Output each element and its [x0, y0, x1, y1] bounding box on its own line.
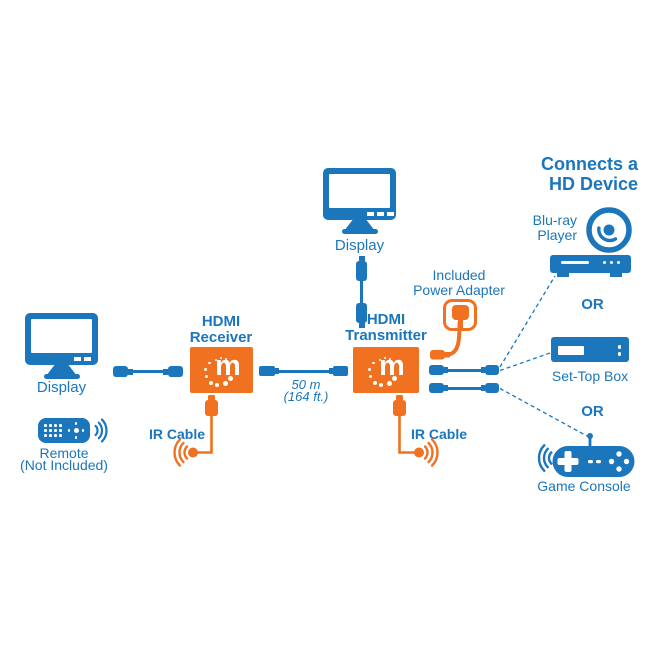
monitor-button	[84, 357, 91, 361]
power-label-line1: Included	[432, 267, 486, 283]
display-icon-center	[323, 168, 396, 234]
monitor-button	[377, 212, 384, 216]
receiver-title-line2: Receiver	[189, 329, 253, 346]
transmitter-title-line1: HDMI	[366, 311, 406, 328]
monitor-screen-inner	[31, 319, 92, 353]
ir-waves-icon	[423, 438, 439, 467]
settop-box-icon	[551, 337, 629, 362]
or-label-2: OR	[581, 403, 604, 420]
title-line2: HD Device	[548, 173, 638, 194]
cable-length-ft-label: (164 ft.)	[283, 389, 329, 404]
receiver-box: m	[190, 347, 253, 393]
ir-cable-icon-right	[393, 395, 439, 467]
transmitter-box: m	[353, 347, 419, 393]
stb-display	[558, 346, 584, 355]
transmitter-title: HDMI Transmitter	[344, 312, 428, 344]
monitor-screen-inner	[329, 174, 390, 208]
monitor-button	[367, 212, 374, 216]
power-adapter-label: Included Power Adapter	[408, 268, 510, 298]
transmitter-title-line2: Transmitter	[345, 327, 427, 344]
manhattan-logo: m	[190, 347, 253, 393]
bluray-disc-icon	[586, 207, 632, 253]
gamepad-icon	[537, 433, 635, 477]
monitor-stand	[345, 220, 374, 229]
ir-cable-icon-left	[173, 395, 218, 467]
monitor-stand	[47, 365, 76, 374]
console-label: Game Console	[537, 478, 631, 494]
remote-dpad-center	[73, 428, 79, 433]
receiver-title-line1: HDMI	[201, 313, 241, 330]
monitor-button	[74, 357, 81, 361]
remote-waves-icon	[94, 418, 108, 443]
remote-label: Remote	[39, 445, 89, 461]
bluray-label: Blu-ray Player	[508, 213, 577, 243]
ir-emitter-icon	[414, 447, 424, 458]
monitor-button	[387, 212, 394, 216]
remote-note: (Not Included)	[20, 457, 108, 473]
ir-waves-icon	[173, 438, 189, 467]
logo-letter: m	[215, 350, 241, 382]
power-label-line2: Power Adapter	[413, 282, 505, 298]
disc-tray	[561, 260, 589, 264]
wireless-waves-icon	[537, 444, 553, 472]
connection-line-console	[499, 387, 588, 437]
receiver-title: HDMI Receiver	[179, 314, 263, 346]
bluray-player-icon	[550, 255, 631, 277]
monitor-base	[341, 229, 378, 234]
remote-icon	[38, 418, 90, 443]
page-title: Connects a HD Device	[448, 154, 638, 194]
display-label-left: Display	[36, 379, 87, 396]
bluray-label-line2: Player	[537, 227, 577, 243]
button-icon	[616, 451, 622, 457]
display-icon-left	[25, 313, 98, 379]
title-line1: Connects a	[540, 154, 638, 174]
bluray-label-line1: Blu-ray	[532, 212, 577, 228]
ir-cable-label-right: IR Cable	[410, 426, 467, 442]
cable-length-label: 50 m	[291, 377, 321, 392]
power-cable	[430, 321, 462, 360]
settop-label: Set-Top Box	[551, 368, 629, 384]
connection-line-settop	[499, 352, 551, 372]
ir-cable-label-left: IR Cable	[148, 426, 205, 442]
monitor-base	[43, 374, 80, 379]
power-plug	[451, 305, 469, 320]
display-label-center: Display	[334, 237, 385, 254]
or-label-1: OR	[581, 296, 604, 313]
connection-line-bluray	[499, 275, 556, 368]
ir-emitter-icon	[188, 447, 198, 458]
connection-lines	[499, 275, 588, 437]
manhattan-logo: m	[353, 347, 419, 393]
logo-letter: m	[379, 350, 405, 382]
